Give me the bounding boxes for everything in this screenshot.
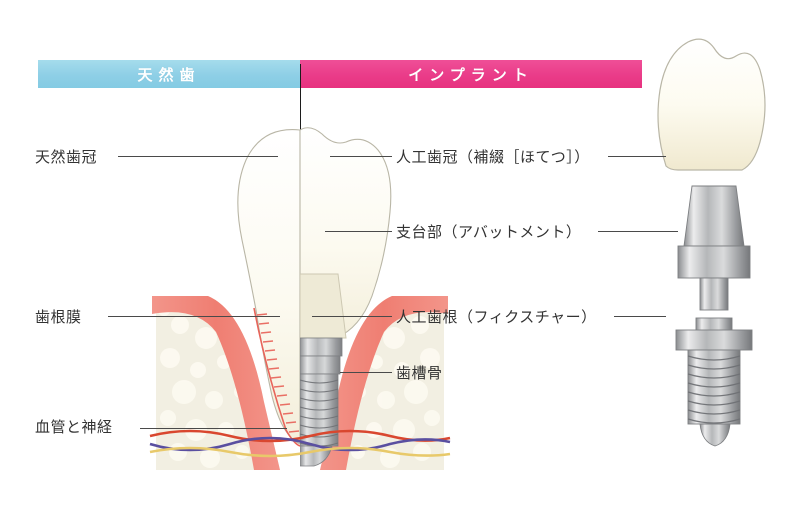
gum-tissue-group bbox=[152, 296, 448, 470]
tooth-comparison-illustration bbox=[149, 100, 451, 470]
label-vessels-nerves: 血管と神経 bbox=[35, 418, 113, 436]
leader-periodontal-ligament bbox=[108, 316, 280, 317]
implant-tooth-half bbox=[300, 127, 392, 467]
leader-abutment-outer bbox=[598, 231, 678, 232]
leader-artificial-crown-inner bbox=[330, 156, 392, 157]
label-fixture: 人工歯根（フィクスチャー） bbox=[396, 308, 597, 326]
leader-fixture-outer bbox=[614, 316, 666, 317]
leader-vessels-nerves bbox=[140, 428, 287, 429]
header-bar-implant: インプラント bbox=[300, 60, 642, 88]
vessels-and-nerves bbox=[149, 429, 451, 458]
leader-alveolar-bone bbox=[340, 372, 392, 373]
label-alveolar-bone: 歯槽骨 bbox=[396, 364, 443, 382]
exploded-fixture bbox=[675, 317, 753, 447]
leader-natural-crown bbox=[118, 156, 278, 157]
label-periodontal-ligament: 歯根膜 bbox=[35, 308, 82, 326]
leader-abutment-inner bbox=[325, 231, 392, 232]
label-natural-crown: 天然歯冠 bbox=[35, 148, 98, 166]
leader-artificial-crown-outer bbox=[608, 156, 666, 157]
leader-fixture-inner bbox=[312, 316, 392, 317]
implant-components-exploded bbox=[630, 18, 785, 448]
label-artificial-crown: 人工歯冠（補綴［ほてつ］） bbox=[396, 148, 590, 166]
header-bar-natural-tooth: 天然歯 bbox=[38, 60, 300, 88]
exploded-artificial-crown bbox=[657, 38, 766, 171]
exploded-abutment bbox=[677, 185, 751, 311]
label-abutment: 支台部（アバットメント） bbox=[396, 223, 582, 241]
